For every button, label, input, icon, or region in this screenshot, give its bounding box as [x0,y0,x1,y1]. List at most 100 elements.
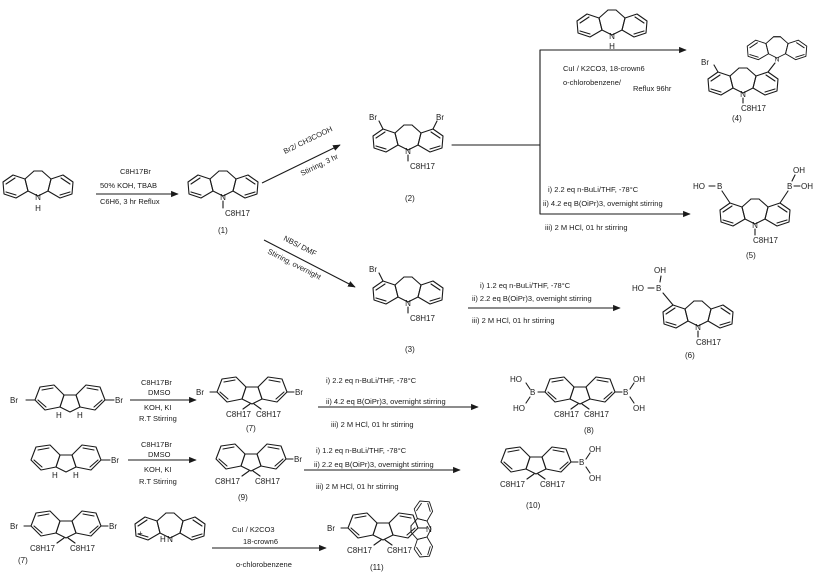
svg-text:Br: Br [369,265,377,274]
label-compound-5: (5) [746,251,756,260]
svg-text:ii) 4.2 eq B(OiPr)3, overnight: ii) 4.2 eq B(OiPr)3, overnight stirring [326,397,446,406]
arrow-r2 [261,144,341,184]
svg-text:R.T Stirring: R.T Stirring [139,414,177,423]
svg-text:H: H [52,471,58,480]
structure-carbazole-reagent: N H [576,9,648,51]
svg-text:ii) 2.2 eq B(OiPr)3, overnight: ii) 2.2 eq B(OiPr)3, overnight stirring [472,294,592,303]
svg-text:Br: Br [327,524,335,533]
structure-carbazole-coupling: N H [134,512,206,544]
structure-compound-3: N C8H17 Br [369,265,444,323]
svg-text:H: H [609,42,615,51]
svg-text:Br: Br [10,396,18,405]
svg-text:OH: OH [633,404,645,413]
structure-compound-6: N C8H17 B OH HO [632,266,734,347]
svg-text:N: N [426,525,432,534]
svg-text:OH: OH [654,266,666,275]
label-compound-7: (7) [246,424,256,433]
structure-compound-8: B HO HO B OH OH C8H17 C8H17 [510,375,645,419]
svg-text:N: N [775,56,780,63]
label-compound-1: (1) [218,226,228,235]
svg-text:DMSO: DMSO [148,388,171,397]
svg-text:C8H17: C8H17 [554,410,579,419]
svg-text:DMSO: DMSO [148,450,171,459]
svg-text:i) 1.2 eq n-BuLi/THF, -78°C: i) 1.2 eq n-BuLi/THF, -78°C [316,446,407,455]
svg-text:i) 2.2 eq n-BuLi/THF, -78°C: i) 2.2 eq n-BuLi/THF, -78°C [548,185,639,194]
svg-text:N: N [220,193,226,202]
label-compound-11: (11) [370,563,384,572]
svg-text:i) 2.2 eq n-BuLi/THF, -78°C: i) 2.2 eq n-BuLi/THF, -78°C [326,376,417,385]
svg-text:B: B [787,182,792,191]
label-compound-9: (9) [238,493,248,502]
atom-h: H [35,204,41,213]
svg-text:o-chlorobenzene: o-chlorobenzene [236,560,292,569]
svg-text:OH: OH [793,166,805,175]
svg-text:50% KOH, TBAB: 50% KOH, TBAB [100,181,157,190]
label-compound-2: (2) [405,194,415,203]
svg-text:KOH, KI: KOH, KI [144,465,172,474]
conditions-r2: Br2/ CH3COOH Stirring, 3 hr [282,124,340,177]
structure-compound-7: Br Br C8H17 C8H17 [196,376,303,419]
structure-compound-9: Br C8H17 C8H17 [215,443,302,486]
conditions-r5: i) 2.2 eq n-BuLi/THF, -78°C ii) 4.2 eq B… [543,185,663,232]
svg-text:HO: HO [693,182,705,191]
svg-text:HO: HO [632,284,644,293]
svg-text:C8H17: C8H17 [255,477,280,486]
svg-text:Br: Br [294,455,302,464]
structure-compound-5: N C8H17 B HO B OH OH [693,166,813,245]
svg-text:Br: Br [369,113,377,122]
conditions-r1: C8H17Br 50% KOH, TBAB C6H6, 3 hr Reflux [100,167,160,206]
conditions-r11: CuI / K2CO3 18-crown6 o-chlorobenzene [232,525,292,569]
svg-text:C6H6, 3 hr Reflux: C6H6, 3 hr Reflux [100,197,160,206]
svg-text:OH: OH [589,445,601,454]
conditions-r4: CuI / K2CO3, 18-crown6 o-chlorobenzene/ … [563,64,672,93]
svg-text:C8H17: C8H17 [500,480,525,489]
label-compound-7b: (7) [18,556,28,565]
structure-carbazole: N H [2,170,74,213]
svg-text:Br2/ CH3COOH: Br2/ CH3COOH [282,124,334,155]
svg-text:C8H17: C8H17 [387,546,412,555]
svg-text:Br: Br [10,522,18,531]
svg-text:C8H17: C8H17 [410,314,435,323]
svg-text:CuI / K2CO3, 18-crown6: CuI / K2CO3, 18-crown6 [563,64,645,73]
structure-compound-1: N C8H17 [187,170,259,218]
svg-text:N: N [752,221,758,230]
svg-text:B: B [623,388,628,397]
arrow-r3 [263,239,356,288]
structure-compound-4: N C8H17 Br [701,58,779,113]
conditions-r9: C8H17Br DMSO KOH, KI R.T Stirring [139,440,177,486]
svg-text:C8H17: C8H17 [70,544,95,553]
svg-text:C8H17: C8H17 [753,236,778,245]
label-compound-4: (4) [732,114,742,123]
svg-text:N: N [167,535,173,544]
svg-text:Br: Br [436,113,444,122]
conditions-r3: NBS/ DMF Stirring, overnight [266,234,323,282]
label-compound-3: (3) [405,345,415,354]
svg-text:HO: HO [513,404,525,413]
svg-text:C8H17: C8H17 [410,162,435,171]
svg-text:OH: OH [633,375,645,384]
structure-dibromofluorene: Br Br H H [10,384,123,420]
svg-text:Br: Br [701,58,709,67]
structure-compound-2: N C8H17 Br Br [369,113,444,171]
svg-text:B: B [656,284,661,293]
structure-compound-10: B OH OH C8H17 C8H17 [500,445,601,489]
svg-text:ii) 2.2 eq B(OiPr)3, overnight: ii) 2.2 eq B(OiPr)3, overnight stirring [314,460,434,469]
svg-text:C8H17: C8H17 [256,410,281,419]
conditions-r10: i) 1.2 eq n-BuLi/THF, -78°C ii) 2.2 eq B… [314,446,434,491]
svg-text:B: B [530,388,535,397]
structure-compound-7-reactant: Br Br C8H17 C8H17 [10,510,117,553]
svg-text:iii) 2 M HCl, 01 hr stirring: iii) 2 M HCl, 01 hr stirring [472,316,555,325]
svg-text:i) 1.2 eq n-BuLi/THF, -78°C: i) 1.2 eq n-BuLi/THF, -78°C [480,281,571,290]
svg-text:C8H17: C8H17 [540,480,565,489]
conditions-r7: C8H17Br DMSO KOH, KI R.T Stirring [139,378,177,423]
svg-text:iii) 2 M HCl, 01 hr stirring: iii) 2 M HCl, 01 hr stirring [545,223,628,232]
svg-text:C8H17: C8H17 [226,410,251,419]
svg-text:H: H [77,411,83,420]
svg-text:N: N [695,323,701,332]
svg-text:N: N [609,32,615,41]
plus-sign: + [138,529,143,538]
svg-text:C8H17: C8H17 [30,544,55,553]
svg-text:C8H17: C8H17 [696,338,721,347]
svg-text:B: B [579,458,584,467]
